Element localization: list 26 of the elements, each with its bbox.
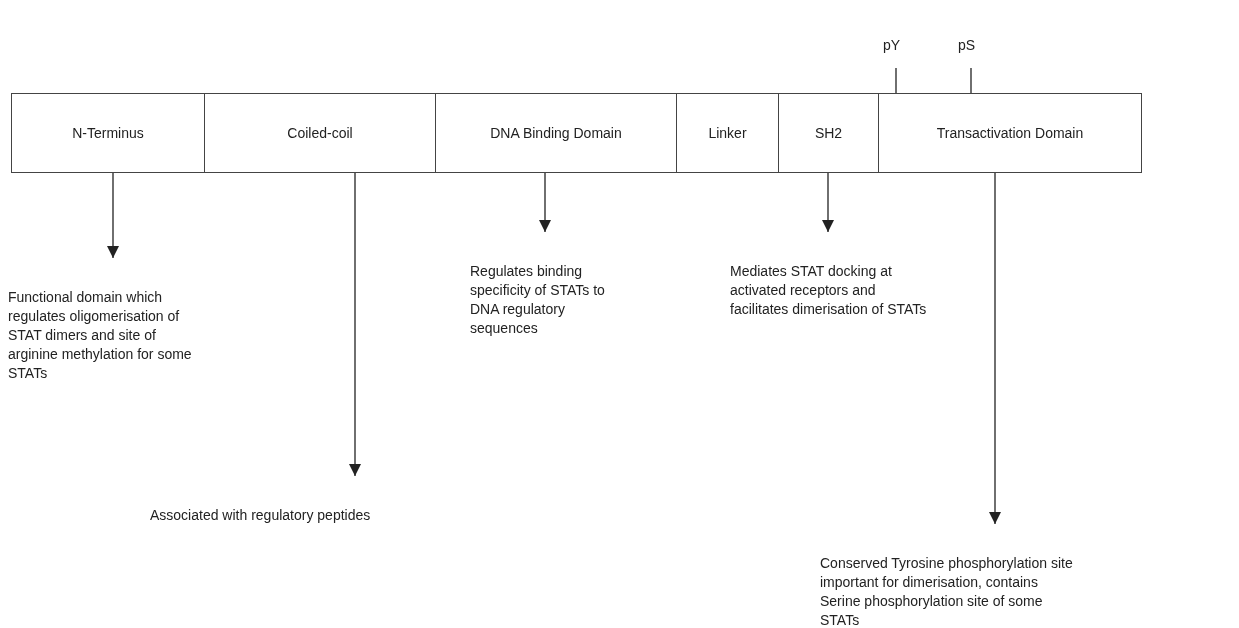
site-label: pY [883,36,902,55]
domain-box [878,93,1142,173]
site-label: pS [958,36,977,55]
domain-box [435,93,677,173]
leader-line [970,67,972,94]
description-text: Conserved Tyrosine phosphorylation site important for dimerisation, contains Serine phosphorylation site of some STATs [820,554,1074,628]
domain-label: SH2 [814,123,843,143]
domain-label: Transactivation Domain [936,123,1084,143]
domain-box [204,93,436,173]
arrow [822,172,834,233]
domain-label: Linker [708,123,747,143]
arrow [989,172,1001,525]
leader-line [895,67,897,94]
description-text: Regulates binding specificity of STATs to DNA regulatory sequences [470,262,606,338]
domain-box [778,93,879,173]
description-text: Functional domain which regulates oligomerisation of STAT dimers and site of arginine methylation for some STATs [8,288,193,383]
domain-box [11,93,205,173]
domain-label: DNA Binding Domain [490,123,622,143]
domain-label: Coiled-coil [287,123,353,143]
description-text: Associated with regulatory peptides [150,506,372,525]
arrow [539,172,551,233]
domain-label: N-Terminus [72,123,144,143]
description-text: Mediates STAT docking at activated receptors and facilitates dimerisation of STATs [730,262,928,319]
arrow [349,172,361,477]
domain-box [676,93,779,173]
arrow [107,172,119,259]
